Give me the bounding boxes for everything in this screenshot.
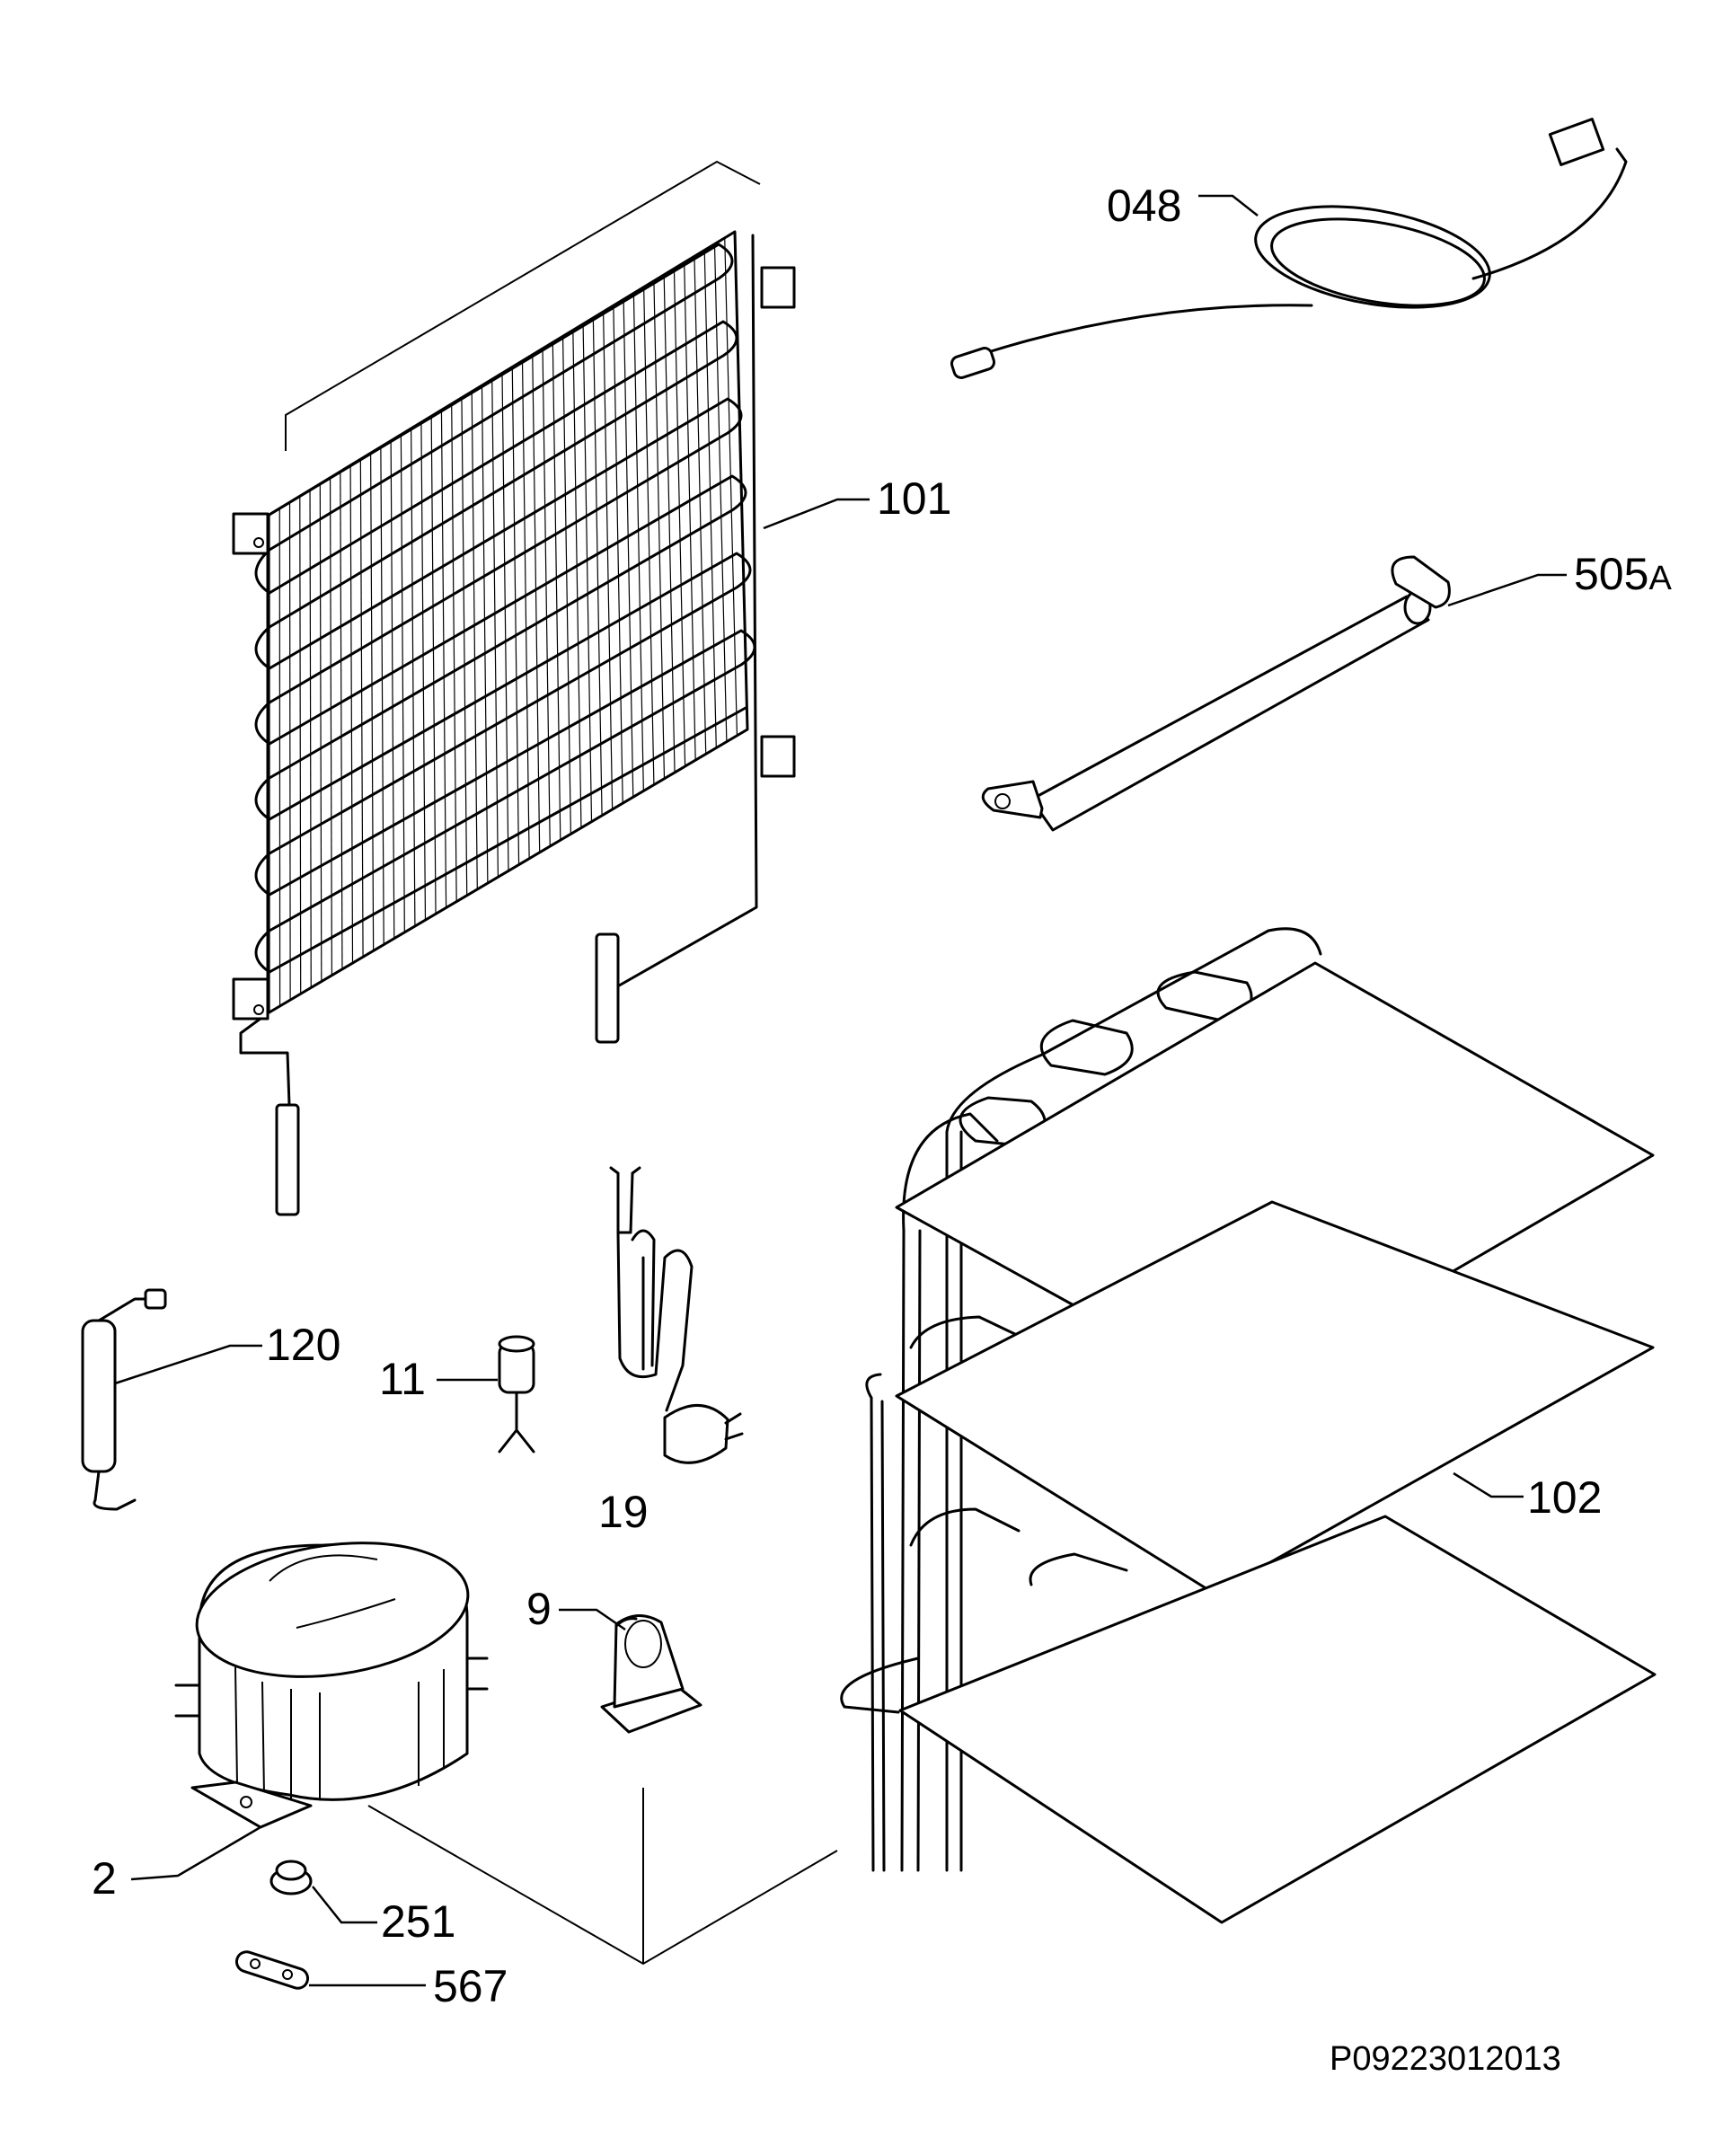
- condenser-wire: [319, 484, 323, 983]
- condenser-wire: [582, 324, 593, 823]
- label-505a: 505A: [1574, 549, 1672, 599]
- condenser-wire: [663, 275, 676, 773]
- condenser-wire: [653, 280, 666, 779]
- condenser-wire: [430, 417, 437, 915]
- label-567: 567: [433, 1961, 508, 2011]
- condenser-wire: [613, 305, 623, 804]
- condenser-wire: [411, 429, 416, 927]
- condenser-wire: [420, 422, 427, 921]
- label-9: 9: [526, 1584, 552, 1634]
- leader-9: [559, 1608, 626, 1631]
- condenser-part: [232, 160, 796, 1216]
- leader-2: [130, 1825, 261, 1881]
- condenser-wire: [491, 379, 499, 878]
- condenser-wire: [461, 398, 468, 897]
- condenser-serpentine-tube: [254, 243, 756, 974]
- label-2: 2: [92, 1853, 117, 1904]
- condenser-wire: [673, 269, 686, 767]
- condenser-wire: [451, 404, 457, 903]
- grommet-part: [269, 1860, 313, 1895]
- leader-251: [312, 1886, 377, 1924]
- condenser-wire: [572, 330, 582, 828]
- condenser-wire: [532, 355, 541, 853]
- condenser-wire: [380, 447, 384, 946]
- condenser-wire: [309, 490, 312, 989]
- condenser-wire: [288, 503, 291, 1002]
- condenser-wire: [359, 460, 364, 959]
- condenser-wire: [370, 454, 375, 952]
- sensor-cable-part: [950, 118, 1628, 379]
- condenser-wire: [734, 231, 748, 730]
- condenser-wire: [694, 256, 707, 755]
- condenser-wire: [521, 361, 530, 860]
- condenser-wire: [349, 466, 354, 965]
- overload-protector-part: [600, 1614, 702, 1734]
- condenser-wire: [603, 312, 614, 810]
- leader-101: [763, 498, 870, 530]
- condenser-wire-grid: [269, 231, 748, 1013]
- condenser-wire: [511, 367, 520, 866]
- leader-048: [1198, 194, 1259, 216]
- condenser-wire: [390, 441, 395, 940]
- relay-part: [81, 1288, 167, 1511]
- condenser-wire: [643, 287, 655, 785]
- condenser-wire: [703, 250, 717, 748]
- clip-part: [234, 1950, 310, 1990]
- label-19: 19: [598, 1487, 649, 1537]
- condenser-wire: [552, 342, 561, 841]
- small-plug-part: [498, 1335, 535, 1454]
- condenser-wire: [481, 385, 489, 884]
- condenser-wire: [542, 349, 551, 847]
- label-102: 102: [1527, 1472, 1602, 1523]
- compressor-part: [174, 1542, 489, 1829]
- label-11: 11: [379, 1354, 426, 1404]
- power-cord-part: [609, 1166, 744, 1464]
- condenser-wire: [501, 373, 509, 872]
- leader-505a: [1447, 573, 1567, 607]
- shelf-bottom: [898, 1515, 1657, 1924]
- condenser-wire: [561, 336, 571, 835]
- condenser-wire: [440, 411, 447, 909]
- leader-120: [114, 1344, 262, 1385]
- condenser-wire: [471, 392, 478, 890]
- condenser-wire: [329, 478, 332, 976]
- label-251: 251: [381, 1896, 455, 1947]
- drawing-code: P09223012013: [1330, 2040, 1561, 2078]
- condenser-wire: [724, 237, 738, 736]
- shelf-middle: [895, 1200, 1655, 1595]
- label-101: 101: [877, 473, 951, 524]
- label-048: 048: [1107, 181, 1181, 231]
- condenser-wire: [340, 472, 343, 970]
- condenser-wire: [592, 318, 603, 817]
- condenser-wire: [632, 293, 644, 791]
- leader-102: [1453, 1471, 1524, 1498]
- label-120: 120: [266, 1320, 340, 1370]
- shelf-rack-part: [840, 927, 1657, 1924]
- condenser-wire: [400, 435, 405, 933]
- heater-tube-part: [981, 555, 1451, 832]
- condenser-wire: [623, 299, 634, 798]
- condenser-wire: [684, 262, 696, 761]
